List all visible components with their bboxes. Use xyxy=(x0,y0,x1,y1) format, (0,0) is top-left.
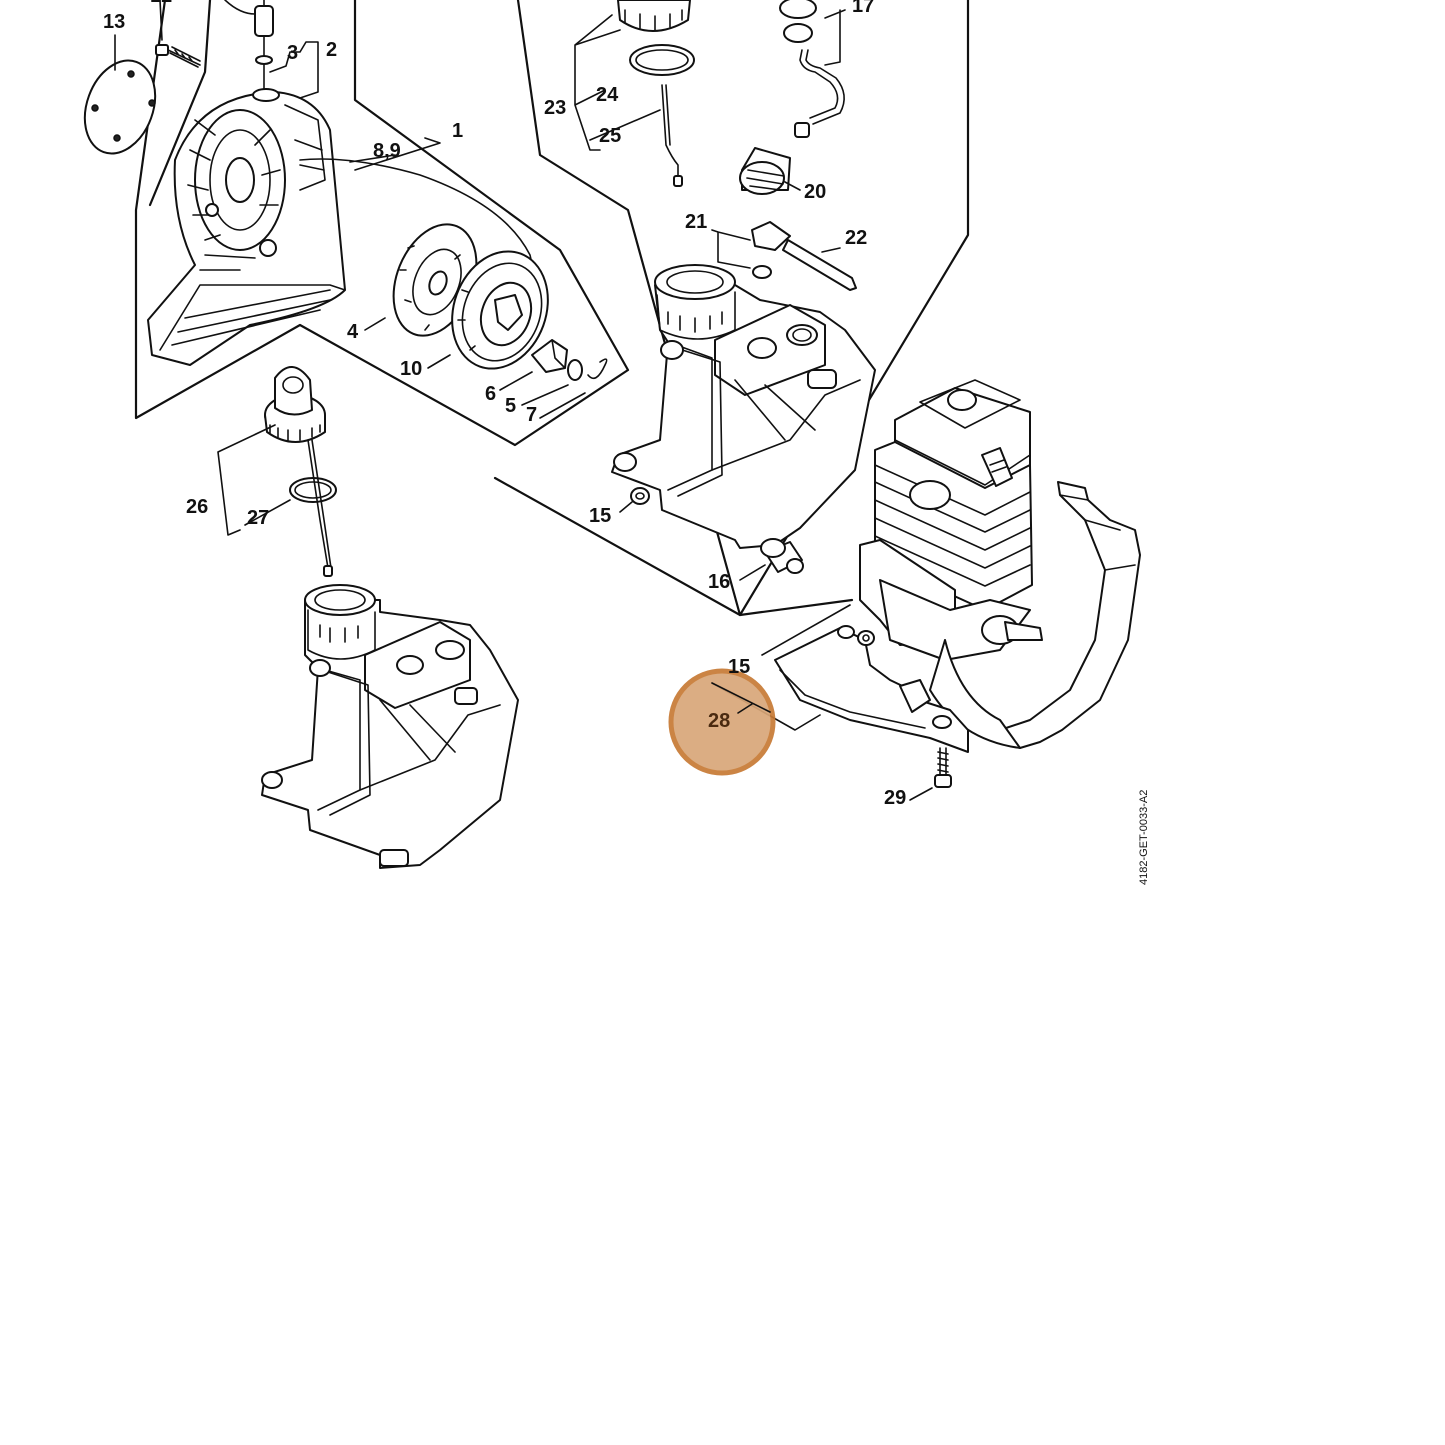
label-8-9[interactable]: 8,9 xyxy=(373,140,401,162)
group-frame-starter-inner xyxy=(148,0,212,207)
label-5[interactable]: 5 xyxy=(505,395,516,417)
label-28[interactable]: 28 xyxy=(708,710,730,732)
fuel-tank-assembly[interactable] xyxy=(611,264,876,549)
engine-assembly xyxy=(859,379,1043,661)
fuel-hose-17[interactable] xyxy=(779,0,845,138)
screw-29[interactable] xyxy=(934,747,952,788)
label-26[interactable]: 26 xyxy=(186,496,208,518)
label-17[interactable]: 17 xyxy=(852,0,874,17)
highlight-leader xyxy=(711,682,771,714)
cap-retainer xyxy=(307,439,333,577)
label-13[interactable]: 13 xyxy=(103,11,125,33)
label-12[interactable]: 12 xyxy=(150,0,172,7)
label-3[interactable]: 3 xyxy=(287,42,298,64)
fuel-filter-20[interactable] xyxy=(739,147,791,195)
screw-12[interactable] xyxy=(155,44,201,68)
group-frame-starter xyxy=(134,0,630,447)
rope-rotor-10[interactable] xyxy=(436,238,563,382)
label-16[interactable]: 16 xyxy=(708,571,730,593)
drawing-code: 4182-GET-0033-A2 xyxy=(1138,790,1150,885)
label-22[interactable]: 22 xyxy=(845,227,867,249)
label-1[interactable]: 1 xyxy=(452,120,463,142)
group-frame-plate xyxy=(761,604,851,656)
fan-shroud xyxy=(929,481,1141,749)
tank-vent-21[interactable] xyxy=(751,221,791,279)
label-23[interactable]: 23 xyxy=(544,97,566,119)
label-4[interactable]: 4 xyxy=(347,321,359,343)
pawl-6[interactable] xyxy=(531,339,568,373)
label-29[interactable]: 29 xyxy=(884,787,906,809)
starter-rope-8-9[interactable] xyxy=(299,158,539,291)
label-2[interactable]: 2 xyxy=(326,39,337,61)
fuel-tank-base[interactable] xyxy=(261,584,519,869)
o-ring-27[interactable] xyxy=(289,477,337,503)
label-21[interactable]: 21 xyxy=(685,211,707,233)
starter-grip-3[interactable] xyxy=(224,0,280,102)
callout-labels: 13 12 3 2 1 8,9 4 10 6 5 7 23 24 25 17 2… xyxy=(103,0,906,809)
label-20[interactable]: 20 xyxy=(804,181,826,203)
spring-5[interactable] xyxy=(567,359,583,381)
bushing-15[interactable] xyxy=(857,630,875,646)
highlight-circle[interactable] xyxy=(668,668,776,776)
group-frame-tank-lower xyxy=(493,476,854,617)
label-15-tank[interactable]: 15 xyxy=(589,505,611,527)
fan-housing-1[interactable] xyxy=(147,91,346,366)
label-15-plate[interactable]: 15 xyxy=(728,656,750,678)
rubber-buffer-16[interactable] xyxy=(760,538,804,574)
label-10[interactable]: 10 xyxy=(400,358,422,380)
o-ring-24[interactable] xyxy=(629,44,695,76)
pickup-body-25[interactable] xyxy=(661,84,683,187)
label-25[interactable]: 25 xyxy=(599,125,621,147)
vent-tube-22[interactable] xyxy=(782,239,857,291)
label-6[interactable]: 6 xyxy=(485,383,496,405)
cover-plate-13[interactable] xyxy=(73,51,168,164)
label-27[interactable]: 27 xyxy=(247,507,269,529)
grommet-15[interactable] xyxy=(630,487,650,505)
fuel-cap-26[interactable] xyxy=(264,366,326,443)
fuel-filler-23[interactable] xyxy=(617,0,691,32)
washer-7[interactable] xyxy=(587,358,608,380)
label-24[interactable]: 24 xyxy=(596,84,619,106)
label-7[interactable]: 7 xyxy=(526,404,537,426)
